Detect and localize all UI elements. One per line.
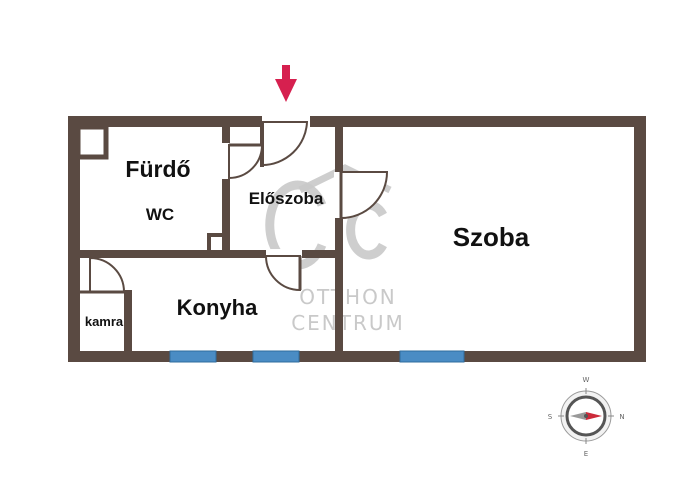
wall-left xyxy=(68,116,80,362)
window-konyha-1 xyxy=(169,350,217,363)
room-label-wc: WC xyxy=(146,205,174,224)
window-szoba xyxy=(399,350,465,363)
wall-kamra-right xyxy=(124,290,132,351)
wall-bottom xyxy=(68,351,646,362)
doors xyxy=(80,115,389,294)
compass-south: S xyxy=(548,413,553,421)
compass-icon: N S E W xyxy=(548,376,625,458)
watermark-line-2: CENTRUM xyxy=(291,311,405,335)
wall-right xyxy=(634,116,646,362)
konyha-door xyxy=(264,249,302,292)
room-label-konyha: Konyha xyxy=(177,295,258,320)
szoba-door xyxy=(334,171,389,220)
compass-west: W xyxy=(583,376,590,384)
compass-east: E xyxy=(584,450,588,458)
watermark-line-1: OTTHON xyxy=(299,285,397,309)
wall-szoba-left xyxy=(335,127,343,353)
compass-north: N xyxy=(619,413,624,421)
furdo-corner-box xyxy=(75,124,109,160)
windows xyxy=(169,350,465,363)
entrance-arrow-icon xyxy=(275,65,297,102)
entrance-door xyxy=(260,115,310,167)
kamra-door xyxy=(80,256,126,294)
window-konyha-2 xyxy=(252,350,300,363)
wc-corner-box xyxy=(207,233,226,255)
wall-top xyxy=(68,116,646,127)
wall-furdo-right xyxy=(222,127,230,253)
furdo-door xyxy=(221,143,264,180)
room-label-szoba: Szoba xyxy=(453,222,530,252)
room-label-eloszoba: Előszoba xyxy=(249,189,324,208)
walls xyxy=(68,116,646,362)
room-label-furdo: Fürdő xyxy=(125,156,190,182)
room-label-kamra: kamra xyxy=(85,314,124,329)
